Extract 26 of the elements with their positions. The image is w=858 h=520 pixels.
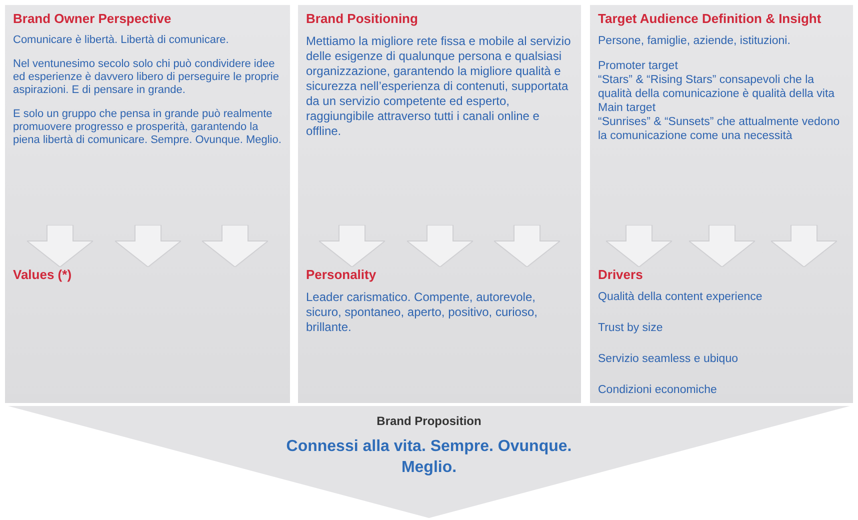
panel-text: E solo un gruppo che pensa in grande può realmente promuovere progresso e prosperità, garantendo la piena libertà di comunicare. Sempre. Ovunque. Meglio. [13, 108, 282, 147]
panel-text: Condizioni economiche [598, 383, 718, 397]
panel-text: Leader carismatico. Compente, autorevole, sicuro, spontaneo, aperto, positivo, curioso, brillante. [306, 290, 538, 335]
panel-text: Mettiamo la migliore rete fissa e mobile al servizio delle esigenze di qualunque persona e qualsiasi organizzazione, garantendo la migliore qualità e sicurezza nell’esperienza di contenuti, supportata da un servizio competente ed esperto, raggiungibile attraverso tutti i canali online e offline. [306, 34, 572, 139]
panel-text: Comunicare è libertà. Libertà di comunicare. [13, 34, 230, 47]
panel-text: Qualità della content experience [598, 290, 764, 304]
panel-text: Nel ventunesimo secolo solo chi può condividere idee ed esperienze è davvero libero di perseguire le proprie aspirazioni. E di pensare in grande. [13, 58, 280, 97]
text-panel [5, 5, 290, 403]
panel-text: Servizio seamless e ubiquo [598, 352, 739, 366]
text-panel [298, 5, 581, 403]
panel-heading: Brand Positioning [306, 11, 419, 26]
chevron-shape [8, 406, 850, 518]
panel-text: “Stars” & “Rising Stars” consapevoli che la qualità della comunicazione è qualità della vita [598, 73, 836, 101]
proposition-heading: Brand Proposition [376, 414, 482, 428]
panel-text: Persone, famiglie, aziende, istituzioni. [598, 34, 792, 48]
panel-heading: Values (*) [13, 267, 73, 282]
panel-heading: Brand Owner Perspective [13, 11, 172, 26]
panel-text: Trust by size [598, 321, 664, 335]
panel-heading: Drivers [598, 267, 644, 282]
panel-text: Promoter target [598, 59, 679, 73]
panel-heading: Personality [306, 267, 378, 282]
proposition-slogan: Connessi alla vita. Sempre. Ovunque. Meglio. [285, 437, 573, 478]
panel-text: Main target [598, 101, 657, 115]
panel-heading: Target Audience Definition & Insight [598, 11, 822, 26]
panel-text: “Sunrises” & “Sunsets” che attualmente vedono la comunicazione come una necessità [598, 115, 841, 143]
text-panel [590, 5, 853, 403]
